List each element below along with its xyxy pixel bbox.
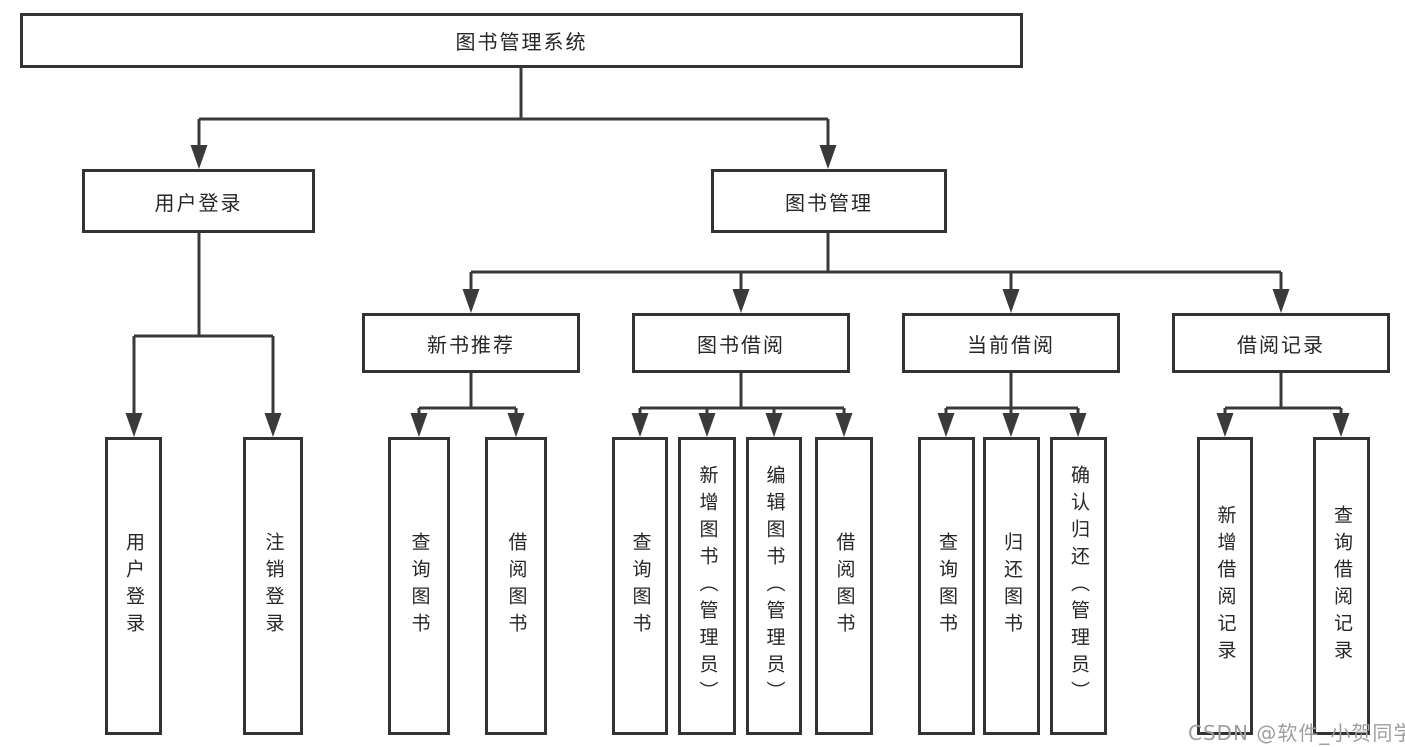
leaf-user-login-label: 用户登录 xyxy=(123,532,145,640)
leaf-add-borrow-record: 新增借阅记录 xyxy=(1197,437,1253,735)
leaf-query-books-current-label: 查询图书 xyxy=(936,532,958,640)
leaf-return-books-label: 归还图书 xyxy=(1001,532,1023,640)
node-new-book-recommend-label: 新书推荐 xyxy=(427,332,515,357)
leaf-borrow-books-recommend-label: 借阅图书 xyxy=(505,532,528,640)
node-user-login-label: 用户登录 xyxy=(154,190,243,215)
leaf-confirm-return-admin-label: 确认归还（管理员） xyxy=(1068,464,1090,708)
leaf-add-borrow-record-label: 新增借阅记录 xyxy=(1214,505,1237,667)
leaf-return-books: 归还图书 xyxy=(983,437,1040,735)
node-book-borrow-label: 图书借阅 xyxy=(697,332,785,357)
leaf-borrow-books: 借阅图书 xyxy=(815,437,873,735)
leaf-query-borrow-record: 查询借阅记录 xyxy=(1313,437,1370,735)
leaf-query-books-borrow: 查询图书 xyxy=(612,437,668,735)
node-user-login: 用户登录 xyxy=(82,169,315,233)
node-current-borrow-label: 当前借阅 xyxy=(967,332,1055,357)
node-root-label: 图书管理系统 xyxy=(455,30,588,54)
leaf-query-books-borrow-label: 查询图书 xyxy=(629,532,652,640)
leaf-query-borrow-record-label: 查询借阅记录 xyxy=(1331,505,1353,667)
leaf-user-login: 用户登录 xyxy=(105,437,162,735)
leaf-query-books-recommend: 查询图书 xyxy=(388,437,450,735)
node-root: 图书管理系统 xyxy=(20,13,1023,68)
csdn-watermark: CSDN @软件_小贺同学 xyxy=(1188,721,1405,745)
node-book-management-label: 图书管理 xyxy=(785,190,873,215)
leaf-borrow-books-recommend: 借阅图书 xyxy=(485,437,547,735)
node-borrow-records: 借阅记录 xyxy=(1172,313,1390,373)
leaf-query-books-current: 查询图书 xyxy=(918,437,975,735)
leaf-add-books-admin: 新增图书（管理员） xyxy=(678,437,736,735)
leaf-query-books-recommend-label: 查询图书 xyxy=(408,532,431,640)
node-book-management: 图书管理 xyxy=(711,169,947,233)
node-current-borrow: 当前借阅 xyxy=(902,313,1120,373)
leaf-logout-label: 注销登录 xyxy=(262,532,285,640)
node-borrow-records-label: 借阅记录 xyxy=(1237,332,1325,357)
leaf-edit-books-admin: 编辑图书（管理员） xyxy=(746,437,802,735)
leaf-edit-books-admin-label: 编辑图书（管理员） xyxy=(763,464,786,708)
node-new-book-recommend: 新书推荐 xyxy=(362,313,580,373)
leaf-confirm-return-admin: 确认归还（管理员） xyxy=(1050,437,1107,735)
leaf-add-books-admin-label: 新增图书（管理员） xyxy=(696,464,719,708)
leaf-logout: 注销登录 xyxy=(243,437,303,735)
leaf-borrow-books-label: 借阅图书 xyxy=(833,532,856,640)
node-book-borrow: 图书借阅 xyxy=(632,313,850,373)
